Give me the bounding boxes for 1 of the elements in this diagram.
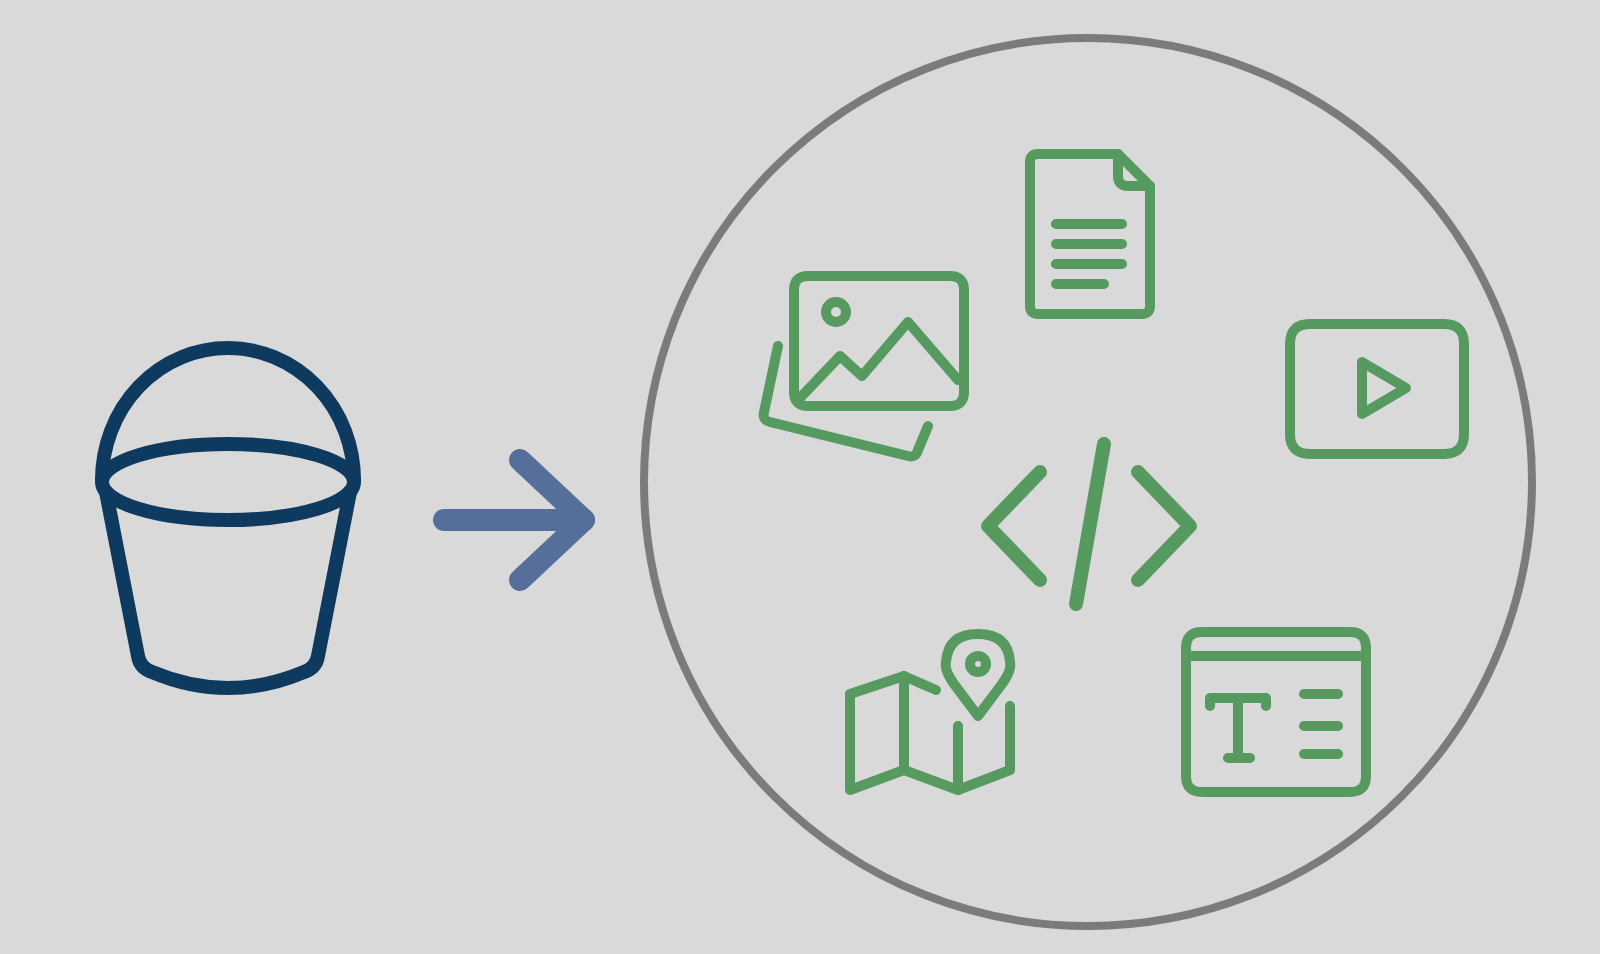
- arrow: [433, 449, 595, 591]
